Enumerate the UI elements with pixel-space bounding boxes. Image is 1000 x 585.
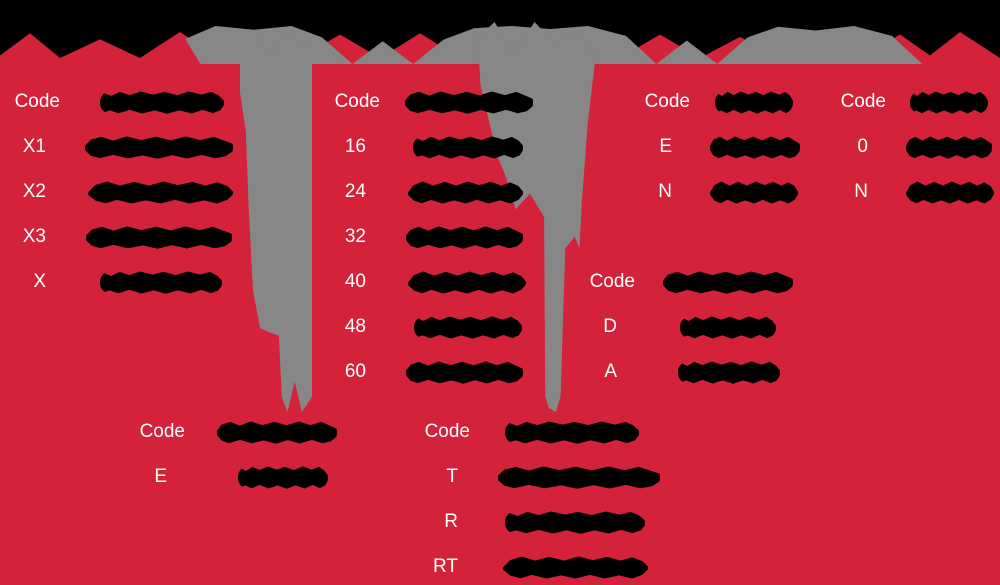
redaction-bar — [100, 271, 222, 294]
col4-row-0-label: 0 — [857, 136, 868, 157]
redaction-bar — [405, 91, 533, 114]
table-row: Code — [125, 418, 365, 463]
table-row: 16 — [320, 133, 550, 178]
table-row: 40 — [320, 268, 550, 313]
table-row: X3 — [0, 223, 240, 268]
table-row: N — [630, 178, 810, 223]
col3-row-1-label: N — [658, 181, 672, 202]
redaction-bar — [406, 361, 523, 384]
redaction-bar — [85, 136, 233, 159]
redaction-bar — [238, 466, 328, 489]
table-row: E — [630, 133, 810, 178]
redaction-bar — [498, 466, 660, 489]
table-row: X — [0, 268, 240, 313]
col2-row-4-label: 48 — [344, 316, 366, 337]
table-row: R — [410, 508, 690, 553]
col6-header: Code — [139, 421, 185, 442]
table-row: Code — [630, 88, 810, 133]
redaction-bar — [906, 181, 994, 204]
table-row: 48 — [320, 313, 550, 358]
code-table-column-4: Code 0 N — [826, 88, 1000, 223]
redaction-bar — [414, 316, 522, 339]
code-table-column-1: Code X1 X2 X3 X — [0, 88, 240, 313]
col5-row-0-label: D — [603, 316, 617, 337]
col1-row-1-label: X2 — [22, 181, 46, 202]
col2-row-0-label: 16 — [344, 136, 366, 157]
col2-row-1-label: 24 — [344, 181, 366, 202]
col1-row-2-label: X3 — [22, 226, 46, 247]
redaction-bar — [217, 421, 337, 444]
col7-row-2-label: RT — [433, 556, 458, 577]
table-row: Code — [0, 88, 240, 133]
col7-row-1-label: R — [444, 511, 458, 532]
table-row: A — [575, 358, 805, 403]
code-table-column-3: Code E N — [630, 88, 810, 223]
col2-row-5-label: 60 — [344, 361, 366, 382]
table-row: Code — [826, 88, 1000, 133]
table-row: D — [575, 313, 805, 358]
col3-row-0-label: E — [659, 136, 672, 157]
col1-row-0-label: X1 — [22, 136, 46, 157]
redaction-bar — [710, 181, 798, 204]
table-row: N — [826, 178, 1000, 223]
redaction-bar — [715, 91, 793, 114]
table-row: 60 — [320, 358, 550, 403]
col5-header: Code — [589, 271, 635, 292]
code-table-column-6: Code E — [125, 418, 365, 508]
redaction-bar — [663, 271, 793, 294]
table-row: 0 — [826, 133, 1000, 178]
gray-column-divider-left — [240, 32, 312, 412]
col3-header: Code — [644, 91, 690, 112]
col2-row-3-label: 40 — [344, 271, 366, 292]
col1-row-3-label: X — [33, 271, 46, 292]
table-row: T — [410, 463, 690, 508]
col1-header: Code — [14, 91, 60, 112]
redaction-bar — [906, 136, 992, 159]
table-row: Code — [320, 88, 550, 133]
redaction-bar — [88, 181, 233, 204]
redaction-bar — [406, 226, 523, 249]
code-table-column-7: Code T R RT — [410, 418, 690, 585]
redaction-bar — [910, 91, 988, 114]
table-row: 32 — [320, 223, 550, 268]
redaction-bar — [413, 136, 523, 159]
code-table-column-2: Code 16 24 32 40 48 60 — [320, 88, 550, 403]
redaction-bar — [678, 361, 780, 384]
table-row: Code — [410, 418, 690, 463]
table-row: X2 — [0, 178, 240, 223]
redaction-bar — [505, 511, 645, 534]
col4-header: Code — [840, 91, 886, 112]
table-row: RT — [410, 553, 690, 585]
code-table-column-5: Code D A — [575, 268, 805, 403]
redaction-bar — [86, 226, 232, 249]
col6-row-0-label: E — [154, 466, 167, 487]
col2-row-2-label: 32 — [344, 226, 366, 247]
redaction-bar — [710, 136, 800, 159]
redaction-bar — [680, 316, 776, 339]
col7-header: Code — [424, 421, 470, 442]
table-row: 24 — [320, 178, 550, 223]
redaction-bar — [408, 181, 523, 204]
redaction-bar — [408, 271, 526, 294]
table-row: Code — [575, 268, 805, 313]
redaction-bar — [100, 91, 224, 114]
col5-row-1-label: A — [604, 361, 617, 382]
table-row: E — [125, 463, 365, 508]
redaction-bar — [505, 421, 639, 444]
table-row: X1 — [0, 133, 240, 178]
col4-row-1-label: N — [854, 181, 868, 202]
redaction-bar — [503, 556, 648, 579]
col7-row-0-label: T — [446, 466, 458, 487]
col2-header: Code — [334, 91, 380, 112]
